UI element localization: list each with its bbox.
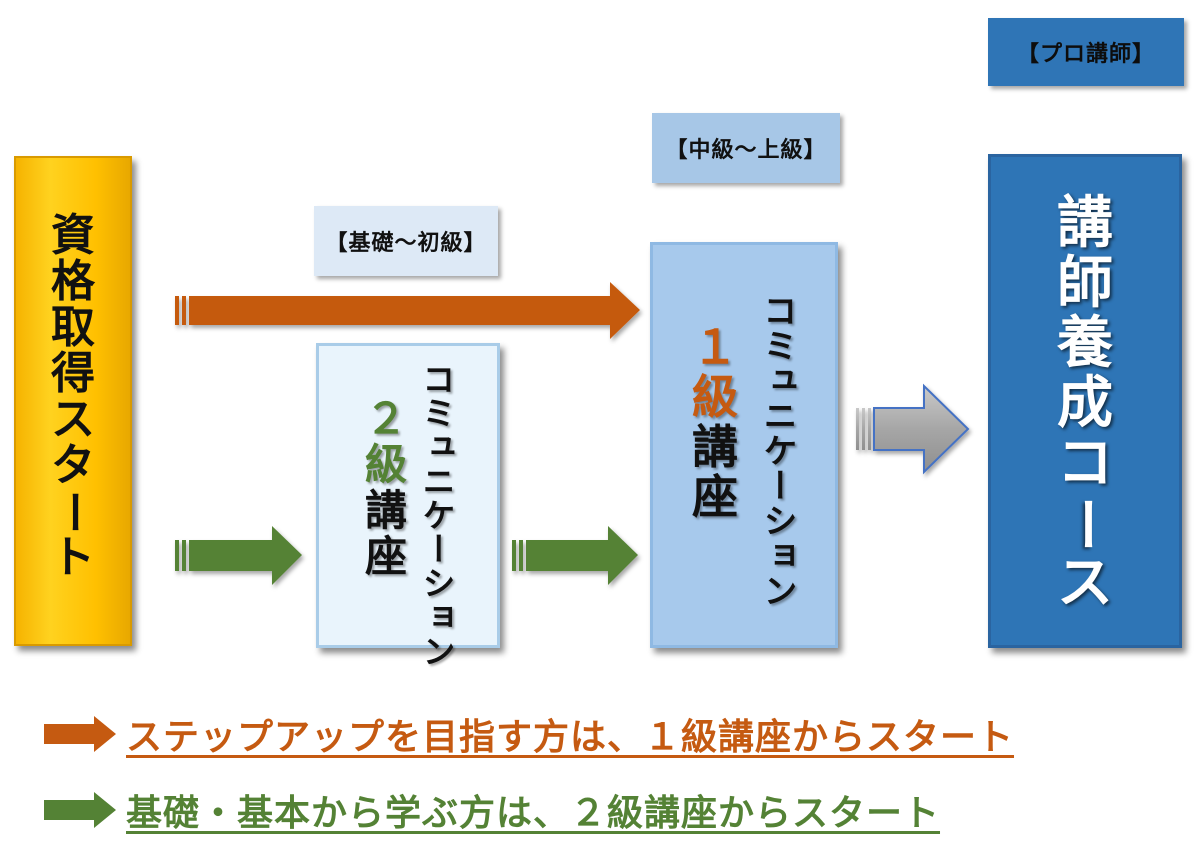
certification-start-box [14,156,132,646]
legend-green-arrow [44,792,116,828]
legend-basic: 基礎・基本から学ぶ方は、２級講座からスタート [126,784,940,836]
intermediate-advanced-tag: 【中級～上級】 [652,113,840,183]
legend-basic-text: 基礎・基本から学ぶ方は、２級講座からスタート [126,793,941,834]
green-basic-arrow-1 [175,526,302,585]
pro-instructor-tag: 【プロ講師】 [988,18,1184,86]
level1-course-type: コミュニケーション [757,293,797,608]
gray-progress-arrow [856,383,970,475]
orange-step-up-arrow [175,282,640,339]
level1-course-title: １ 級 講 座 [692,320,738,524]
legend-step-up-text: ステップアップを目指す方は、１級講座からスタート [126,717,1015,758]
basic-beginner-tag: 【基礎～初級】 [314,206,498,276]
instructor-training-label: 講 師 養 成 コ ー ス [1053,191,1118,616]
legend-orange-arrow [44,716,116,752]
level2-course-box [316,343,500,648]
certification-start-label: 資 格 取 得 ス タ ー ト [48,210,99,583]
level2-course-type: コミュニケーション [417,362,456,668]
level1-course-box [650,242,838,648]
level2-course-title: ２ 級 講 座 [364,394,407,581]
instructor-training-box [988,154,1182,648]
green-basic-arrow-2 [512,526,638,585]
legend-step-up: ステップアップを目指す方は、１級講座からスタート [126,708,1014,760]
